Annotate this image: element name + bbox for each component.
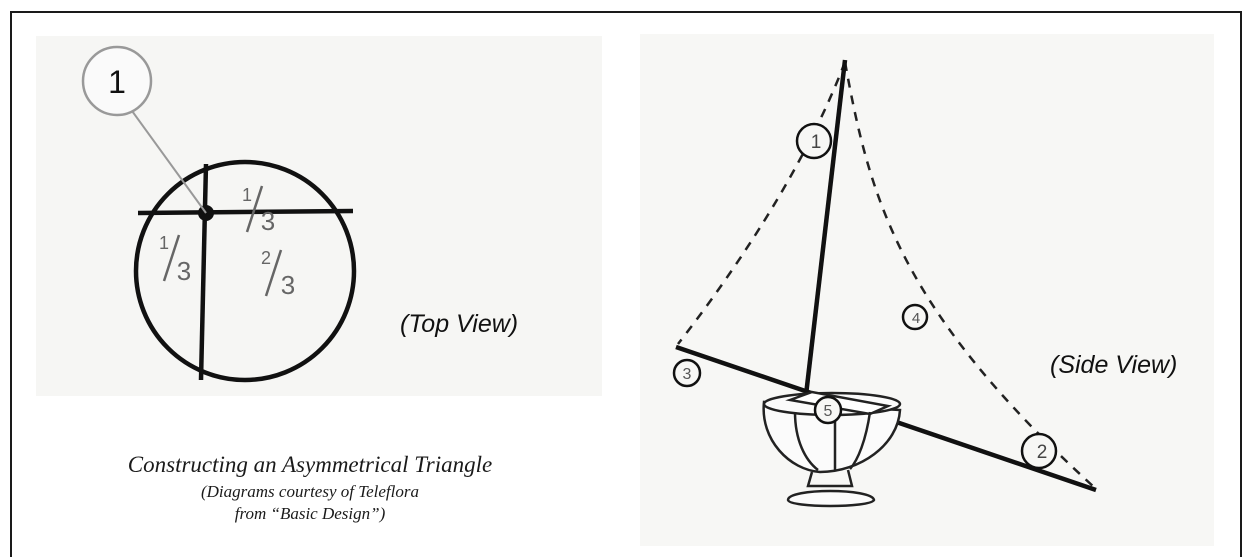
fraction-numerator: 2 — [261, 248, 271, 268]
vertical-stem — [803, 59, 848, 396]
horizontal-division-line — [137, 208, 354, 216]
marker-number: 3 — [683, 366, 692, 383]
marker-number: 2 — [1037, 442, 1048, 463]
fraction-denominator: 3 — [281, 270, 295, 300]
fraction-bottom-left: 1 3 — [159, 233, 191, 286]
fraction-denominator: 3 — [261, 206, 275, 236]
fraction-numerator: 1 — [159, 233, 169, 253]
marker-circle — [1020, 432, 1058, 470]
marker-3: 3 — [672, 358, 702, 388]
marker-number: 5 — [824, 403, 833, 420]
caption-title: Constructing an Asymmetrical Triangle — [127, 452, 493, 477]
fraction-top-right: 1 3 — [242, 185, 275, 236]
fraction-bottom-right: 2 3 — [261, 248, 295, 300]
fraction-denominator: 3 — [177, 256, 191, 286]
side-view-label: (Side View) — [1050, 351, 1177, 379]
caption-credit-line-2: from “Basic Design”) — [234, 504, 386, 523]
marker-number: 4 — [912, 310, 920, 327]
fraction-slash — [162, 234, 181, 282]
caption-credit-line-1: (Diagrams courtesy of Teleflora — [200, 482, 419, 501]
triangle-outline-left — [677, 61, 847, 345]
fraction-numerator: 1 — [242, 185, 252, 205]
marker-circle — [813, 395, 843, 425]
vase-stem — [806, 469, 854, 488]
top-view-label: (Top View) — [400, 310, 518, 338]
marker-5: 5 — [813, 395, 843, 425]
callout-leader-line — [126, 103, 207, 214]
vase-bowl — [762, 400, 902, 474]
callout-number: 1 — [108, 64, 126, 100]
marker-2: 2 — [1020, 432, 1058, 470]
top-view-diagram: 1 1 3 1 3 2 3 (Top View) — [81, 45, 518, 383]
fraction-slash — [245, 185, 264, 233]
marker-number: 1 — [811, 132, 822, 153]
callout-circle — [81, 45, 153, 117]
marker-circle — [795, 122, 833, 160]
top-view-circle — [133, 159, 357, 383]
page-frame — [10, 11, 1242, 557]
marker-1: 1 — [795, 122, 833, 160]
vase-foot — [786, 489, 876, 508]
fraction-slash — [264, 249, 283, 297]
marker-circle — [901, 303, 929, 331]
marker-4: 4 — [901, 303, 929, 331]
triangle-outline-right — [843, 61, 1096, 489]
vertical-division-line — [198, 163, 209, 381]
side-view-panel — [640, 34, 1214, 546]
side-view-diagram: 1 2 3 4 5 (Side View) — [672, 59, 1177, 508]
marker-circle — [672, 358, 702, 388]
